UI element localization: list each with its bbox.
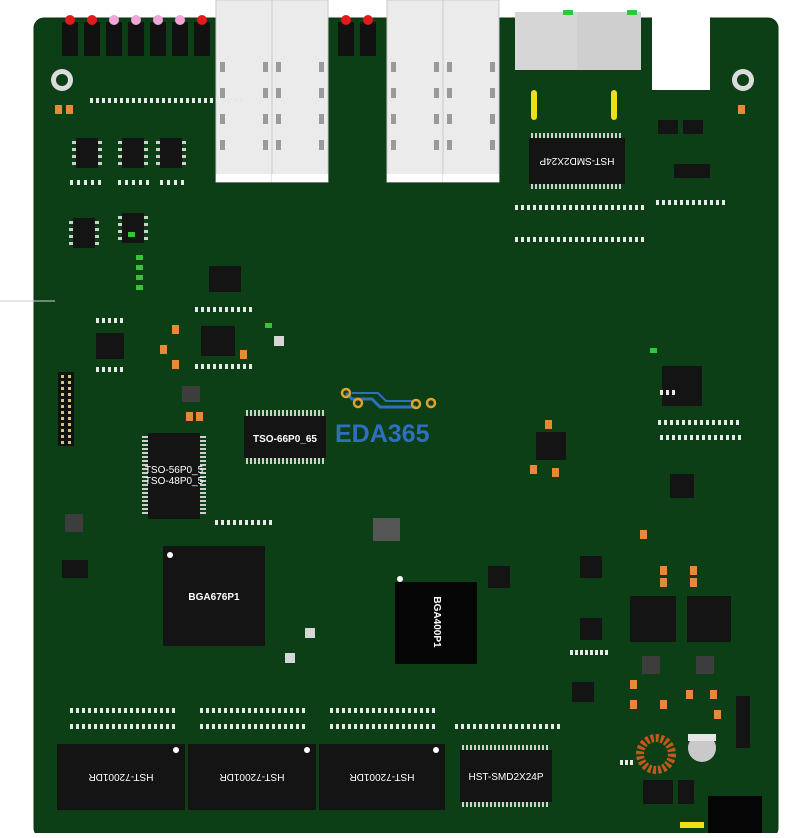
led-lens <box>175 15 185 25</box>
qfn-chip <box>642 656 660 674</box>
qfn-chip <box>182 386 200 402</box>
tsop-chip-stacked: TSO-56P0_5 TSO-48P0_5 <box>142 433 206 519</box>
ethernet-transformer: HST-72001DR <box>319 744 445 810</box>
led-body <box>150 22 166 56</box>
pin-header-left <box>58 372 74 446</box>
qfp-chip <box>662 366 702 406</box>
qfn-chip <box>373 518 400 541</box>
led-lens <box>65 15 75 25</box>
qfn-chip <box>536 432 566 460</box>
led-body <box>194 22 210 56</box>
fuse <box>680 822 704 828</box>
led-lens <box>131 15 141 25</box>
led-lens <box>109 15 119 25</box>
pin-header-right <box>736 696 750 748</box>
crystal-oscillator <box>531 90 537 120</box>
eda365-logo: EDA365 <box>335 387 437 448</box>
soic-chip <box>73 218 95 248</box>
qfn-chip <box>696 656 714 674</box>
qfn-chip <box>201 326 235 356</box>
qfn-chip <box>580 618 602 640</box>
soic-chip <box>674 164 710 178</box>
soic-chip-group <box>69 138 186 248</box>
smd-connector-top: HST-SMD2X24P <box>529 133 625 189</box>
mounting-hole-left <box>51 69 73 91</box>
transformer-label: HST-72001DR <box>88 771 153 782</box>
power-inductor <box>630 596 676 642</box>
mounting-hole-right <box>732 69 754 91</box>
sfp-cage <box>215 0 273 183</box>
smd-connector-bottom: HST-SMD2X24P <box>460 745 552 807</box>
tssop-chip <box>62 560 88 578</box>
qfn-chip <box>488 566 510 588</box>
led-lens <box>341 15 351 25</box>
soic-chip <box>160 138 182 168</box>
status-led-array <box>62 15 376 56</box>
led-body <box>360 22 376 56</box>
rj45-port <box>515 10 577 70</box>
sfp-cage <box>386 0 444 183</box>
ethernet-transformer: HST-72001DR <box>188 744 316 810</box>
diode <box>643 780 673 804</box>
power-inductor <box>687 596 731 642</box>
diode <box>658 120 678 134</box>
smd-connector-bottom-label: HST-SMD2X24P <box>468 772 543 783</box>
transformer-label: HST-72001DR <box>349 771 414 782</box>
led-body <box>106 22 122 56</box>
tsop-chip-main: TSO-66P0_65 <box>244 410 326 464</box>
led-body <box>62 22 78 56</box>
led-body <box>172 22 188 56</box>
tssop-chip <box>96 333 124 359</box>
tssop-chip <box>209 266 241 292</box>
bga-small-label: BGA400P1 <box>431 596 442 648</box>
led-lens <box>153 15 163 25</box>
bga-large-label: BGA676P1 <box>188 592 240 603</box>
crystal-oscillator <box>611 90 617 120</box>
qfn-chip <box>572 682 594 702</box>
led-body <box>128 22 144 56</box>
soic-chip <box>122 138 144 168</box>
qfn-chip <box>65 514 83 532</box>
ethernet-transformer: HST-72001DR <box>57 744 185 810</box>
led-lens <box>363 15 373 25</box>
sfp-cage <box>271 0 329 183</box>
tsop-stack-label-1: TSO-56P0_5 <box>145 465 204 476</box>
diode <box>678 780 694 804</box>
power-jack <box>708 796 762 833</box>
led-body <box>338 22 354 56</box>
smd-connector-top-label: HST-SMD2X24P <box>539 155 614 166</box>
soic-chip <box>76 138 98 168</box>
power-connector <box>652 12 710 90</box>
bga-chip-large: BGA676P1 <box>163 546 265 646</box>
sfp-cage <box>442 0 500 183</box>
tsop-main-label: TSO-66P0_65 <box>253 434 317 445</box>
led-body <box>84 22 100 56</box>
diode <box>683 120 703 134</box>
passive-components <box>55 98 745 765</box>
transformer-label: HST-72001DR <box>219 771 284 782</box>
sfp-cage-group <box>215 0 500 183</box>
qfn-chip <box>670 474 694 498</box>
bga-chip-small: BGA400P1 <box>395 576 477 664</box>
rj45-port <box>577 10 641 70</box>
eda365-logo-text: EDA365 <box>335 420 430 448</box>
qfn-chip <box>580 556 602 578</box>
soic-chip <box>122 213 144 243</box>
transformer-group: HST-72001DR HST-72001DR HST-72001DR <box>57 744 445 810</box>
toroid-inductor <box>636 734 676 774</box>
led-lens <box>197 15 207 25</box>
electrolytic-capacitor <box>688 734 716 762</box>
tsop-stack-label-2: TSO-48P0_5 <box>145 476 204 487</box>
led-lens <box>87 15 97 25</box>
